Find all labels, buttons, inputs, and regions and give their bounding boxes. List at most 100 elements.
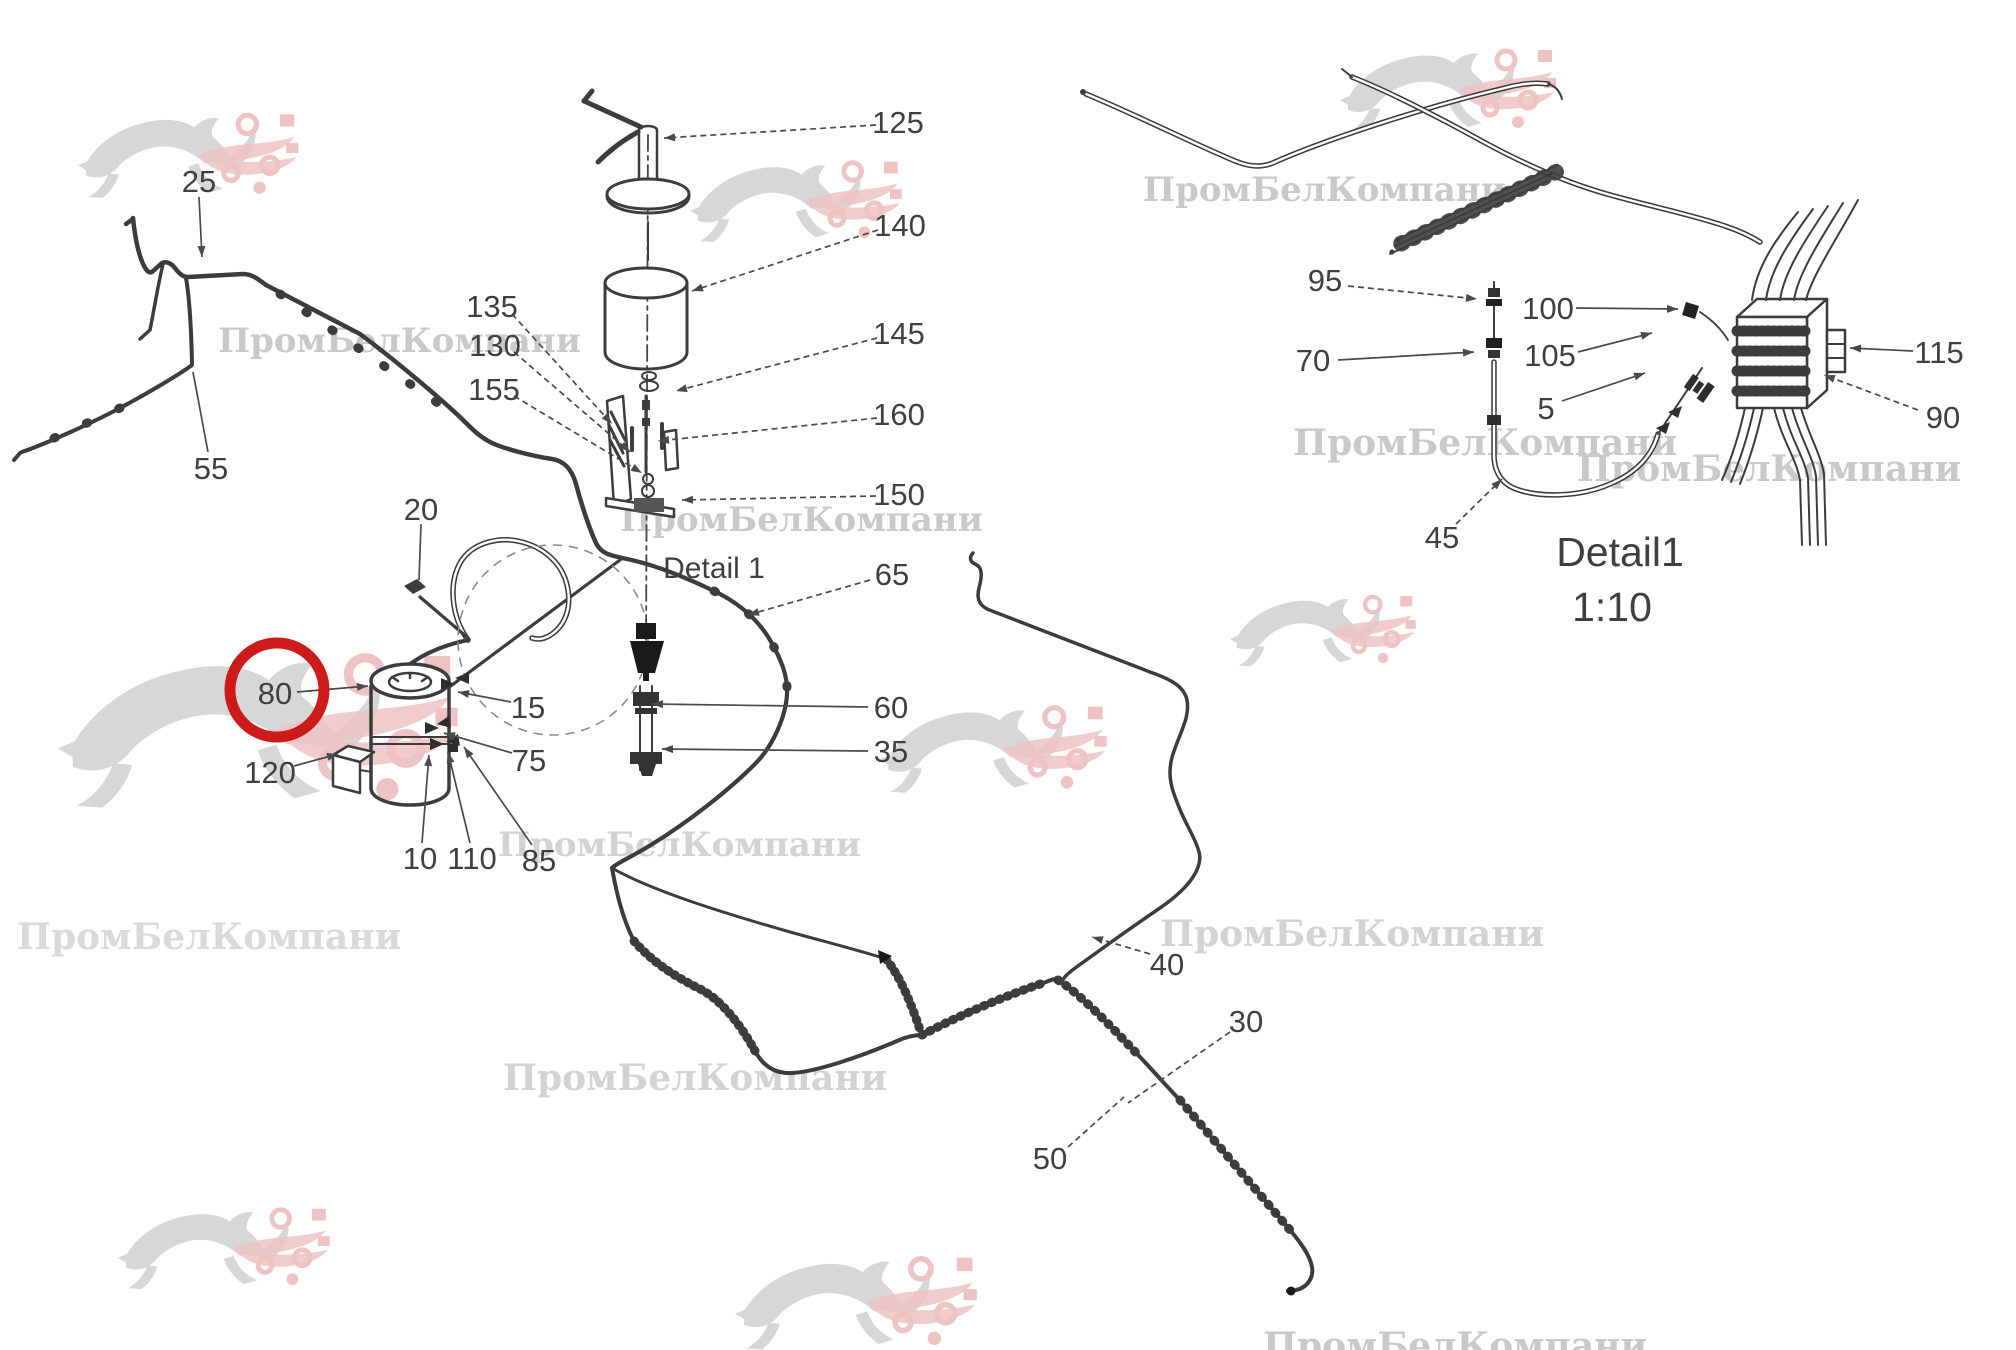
leader-arrow-100: [1666, 304, 1678, 313]
watermark-text-3: ПромБелКомпани: [620, 500, 983, 540]
leader-90: [1823, 374, 1919, 411]
detail-u-hose: [1487, 359, 1661, 498]
jaguar-logo-watermark-6: [118, 1209, 330, 1289]
part-label-100: 100: [1522, 291, 1574, 326]
highlight-circle-part-80: [224, 637, 330, 743]
hose-65-arc: [609, 555, 792, 871]
part-label-120: 120: [244, 755, 296, 790]
rod-handle: [581, 88, 644, 165]
watermark-text-5: ПромБелКомпани: [1577, 448, 1961, 490]
watermark-text-8: ПромБелКомпани: [503, 1057, 887, 1099]
part-label-145: 145: [873, 316, 925, 351]
part-label-60: 60: [874, 690, 908, 725]
watermark-text-10: ПромБелКомпани: [1263, 1325, 1647, 1350]
bracket-assembly: [604, 394, 680, 519]
watermark-text-1: ПромБелКомпани: [218, 321, 581, 361]
leader-140: [691, 229, 879, 292]
leader-125: [663, 124, 877, 139]
highlight-layer: [224, 637, 330, 743]
leader-arrow-110: [446, 752, 455, 764]
part-label-110: 110: [447, 841, 496, 876]
disc: [605, 177, 691, 215]
leader-135: [511, 313, 613, 425]
part-label-105: 105: [1524, 338, 1576, 373]
leader-arrow-120: [326, 753, 338, 761]
leader-arrow-25: [197, 245, 206, 257]
leader-145: [675, 337, 878, 392]
leader-arrow-135: [601, 413, 612, 424]
part-label-5: 5: [1537, 391, 1554, 426]
leader-arrow-155: [630, 463, 642, 473]
leader-80: [296, 685, 369, 693]
leader-arrow-35: [662, 745, 674, 754]
pipe-bottom-run: [610, 866, 1315, 1296]
part-label-85: 85: [522, 843, 556, 878]
part-label-30: 30: [1229, 1004, 1263, 1039]
part-label-25: 25: [182, 164, 216, 199]
cylinder-140: [603, 266, 689, 371]
part-label-20: 20: [404, 492, 438, 527]
watermark-text-2: ПромБелКомпани: [1143, 170, 1506, 210]
pipe-40: [968, 551, 1202, 982]
detail-inlet-tubes: [1751, 199, 1859, 301]
leader-105: [1577, 332, 1653, 353]
part-label-140: 140: [874, 208, 926, 243]
part-label-55: 55: [194, 451, 228, 486]
part-label-70: 70: [1296, 343, 1330, 378]
leader-arrow-140: [692, 283, 704, 292]
leader-arrow-5: [1633, 372, 1645, 381]
part-label-50: 50: [1033, 1141, 1067, 1176]
pipe-left-branch: [12, 262, 194, 462]
leader-arrow-70: [1462, 348, 1474, 357]
leader-5: [1561, 372, 1646, 402]
part-label-15: 15: [511, 690, 545, 725]
diagram-artwork: [12, 68, 1859, 1296]
part-label-75: 75: [512, 743, 546, 778]
leader-55: [192, 371, 209, 453]
part-label-40: 40: [1150, 947, 1184, 982]
leader-arrow-105: [1640, 331, 1652, 340]
leader-arrow-60: [652, 700, 664, 709]
part-label-65: 65: [875, 557, 909, 592]
leader-arrow-15: [458, 690, 470, 698]
watermark-text-7: ПромБелКомпани: [498, 825, 861, 865]
leader-35: [661, 748, 869, 752]
black-fitting: [630, 623, 664, 681]
leader-10: [421, 754, 430, 844]
pipe-main-run: [123, 215, 625, 561]
leader-arrow-10: [424, 755, 433, 767]
leader-arrow-40: [1092, 936, 1104, 944]
detail-view-scale: 1:10: [1572, 584, 1652, 630]
leader-arrow-45: [1491, 479, 1502, 490]
leader-130: [513, 351, 631, 453]
jaguar-logo-watermark-2: [690, 162, 902, 242]
leader-155: [513, 395, 643, 474]
detail-circle: [457, 544, 649, 736]
leader-60: [651, 703, 869, 708]
pump-80: [331, 662, 451, 807]
small-parts-145: [639, 371, 659, 392]
detail-manifold-block: [1731, 297, 1847, 410]
text-watermark-layer: ПромБелКомпаниПромБелКомпаниПромБелКомпа…: [17, 170, 1961, 1350]
leader-110: [447, 751, 471, 844]
part-label-35: 35: [874, 734, 908, 769]
leader-arrow-95: [1465, 293, 1477, 302]
part-label-150: 150: [873, 477, 925, 512]
part-label-115: 115: [1914, 335, 1963, 370]
leader-arrow-125: [664, 133, 676, 142]
leader-70: [1337, 351, 1475, 361]
part-label-45: 45: [1425, 520, 1459, 555]
detail-callout-label: Detail 1: [663, 552, 765, 585]
part-label-135: 135: [466, 289, 518, 324]
leader-100: [1575, 307, 1679, 310]
part-label-160: 160: [873, 397, 925, 432]
leader-arrow-145: [676, 384, 688, 393]
leader-lines-layer: [192, 124, 1919, 1148]
detail-fitting-chain: [1656, 302, 1729, 435]
part-label-130: 130: [469, 328, 521, 363]
part-label-155: 155: [468, 372, 520, 407]
watermark-text-6: ПромБелКомпани: [17, 916, 401, 958]
leader-arrow-80: [356, 682, 368, 691]
